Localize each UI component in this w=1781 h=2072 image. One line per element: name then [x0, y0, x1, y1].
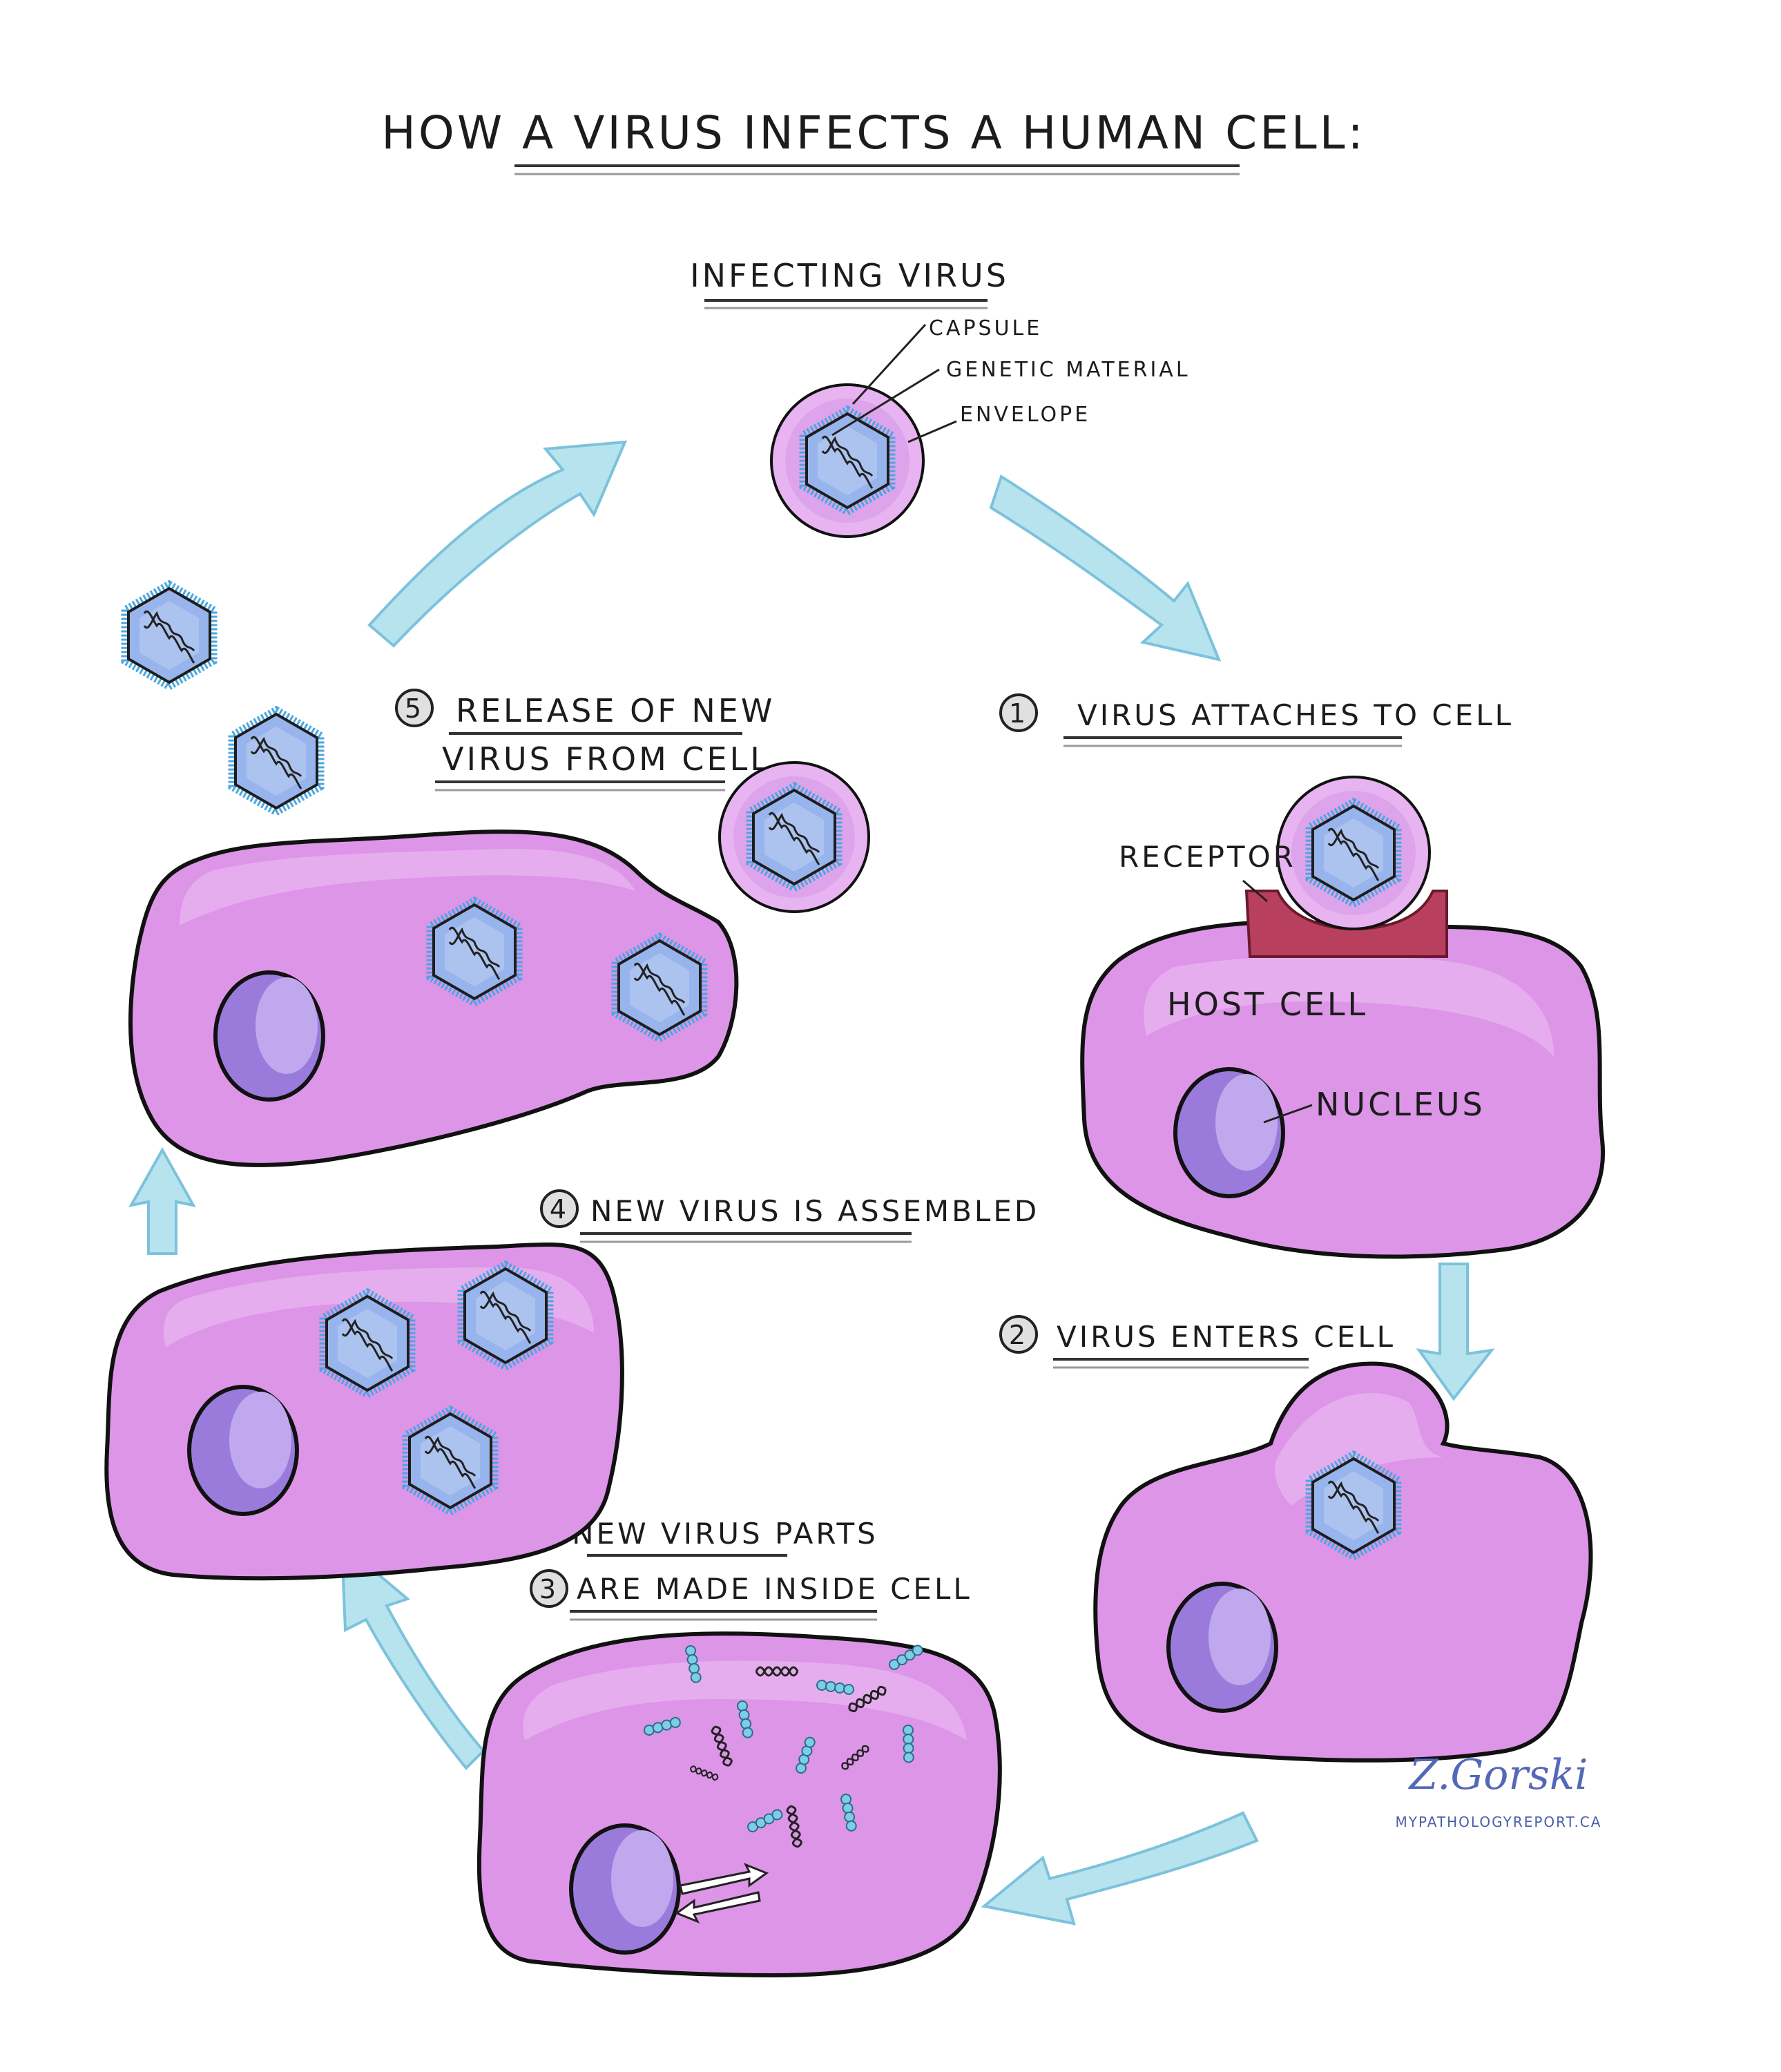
- capsule-leader-line: [851, 323, 927, 405]
- step-5-label-line-1: RELEASE OF NEW: [456, 692, 775, 729]
- infecting-virus: [770, 383, 925, 538]
- released-capsid-1: [124, 584, 214, 687]
- step-3-cell: [476, 1631, 1002, 1978]
- step-4-number: 4: [550, 1194, 569, 1225]
- step-3-number: 3: [539, 1574, 559, 1604]
- infecting-virus-heading: INFECTING VIRUS: [690, 257, 1009, 294]
- arrow-release-to-infecting: [367, 440, 628, 648]
- envelope-leader-line: [907, 420, 957, 443]
- signature-site: MYPATHOLOGYREPORT.CA: [1396, 1814, 1602, 1830]
- step-5-label-line-2: VIRUS FROM CELL: [442, 740, 771, 778]
- step-4-label: NEW VIRUS IS ASSEMBLED: [590, 1194, 1039, 1228]
- arrow-attach-to-enter: [1416, 1263, 1495, 1401]
- step-3-badge: [530, 1569, 568, 1608]
- step-4-badge: [540, 1189, 579, 1228]
- step-1-number: 1: [1009, 698, 1028, 729]
- step-3-label-line-1: NEW VIRUS PARTS: [572, 1517, 878, 1551]
- step-2-number: 2: [1009, 1320, 1028, 1350]
- arrow-infecting-to-attach: [989, 474, 1222, 662]
- released-capsid-2: [231, 709, 321, 813]
- step-5-number: 5: [405, 693, 424, 724]
- page-title: HOW A VIRUS INFECTS A HUMAN CELL:: [381, 106, 1365, 160]
- released-enveloped-virus: [718, 761, 870, 913]
- receptor-leader-line: [1242, 879, 1268, 903]
- nucleus-label: NUCLEUS: [1316, 1086, 1485, 1123]
- genetic-material-leader-line: [831, 368, 940, 437]
- step-1-label: VIRUS ATTACHES TO CELL: [1077, 698, 1514, 732]
- envelope-label: ENVELOPE: [960, 403, 1090, 427]
- signature-name: Z.Gorski: [1408, 1751, 1588, 1799]
- genetic-material-label: GENETIC MATERIAL: [946, 358, 1191, 382]
- capsule-label: CAPSULE: [929, 316, 1042, 340]
- step-1-badge: [999, 693, 1038, 732]
- receptor-label: RECEPTOR: [1119, 840, 1296, 874]
- attached-virus: [1276, 776, 1431, 930]
- step-5-cell: [128, 829, 739, 1167]
- step-2-cell: [1093, 1361, 1593, 1763]
- step-5-badge: [395, 689, 434, 727]
- step-2-badge: [999, 1315, 1038, 1354]
- arrow-enter-to-parts: [981, 1811, 1259, 1926]
- step-3-label-line-2: ARE MADE INSIDE CELL: [577, 1572, 972, 1606]
- arrow-parts-to-assembled: [340, 1540, 485, 1770]
- nucleus-leader-line: [1263, 1104, 1313, 1124]
- step-4-cell: [104, 1242, 624, 1581]
- host-cell-label: HOST CELL: [1167, 986, 1368, 1023]
- arrow-assembled-to-release: [128, 1147, 196, 1255]
- step-2-label: VIRUS ENTERS CELL: [1057, 1320, 1396, 1354]
